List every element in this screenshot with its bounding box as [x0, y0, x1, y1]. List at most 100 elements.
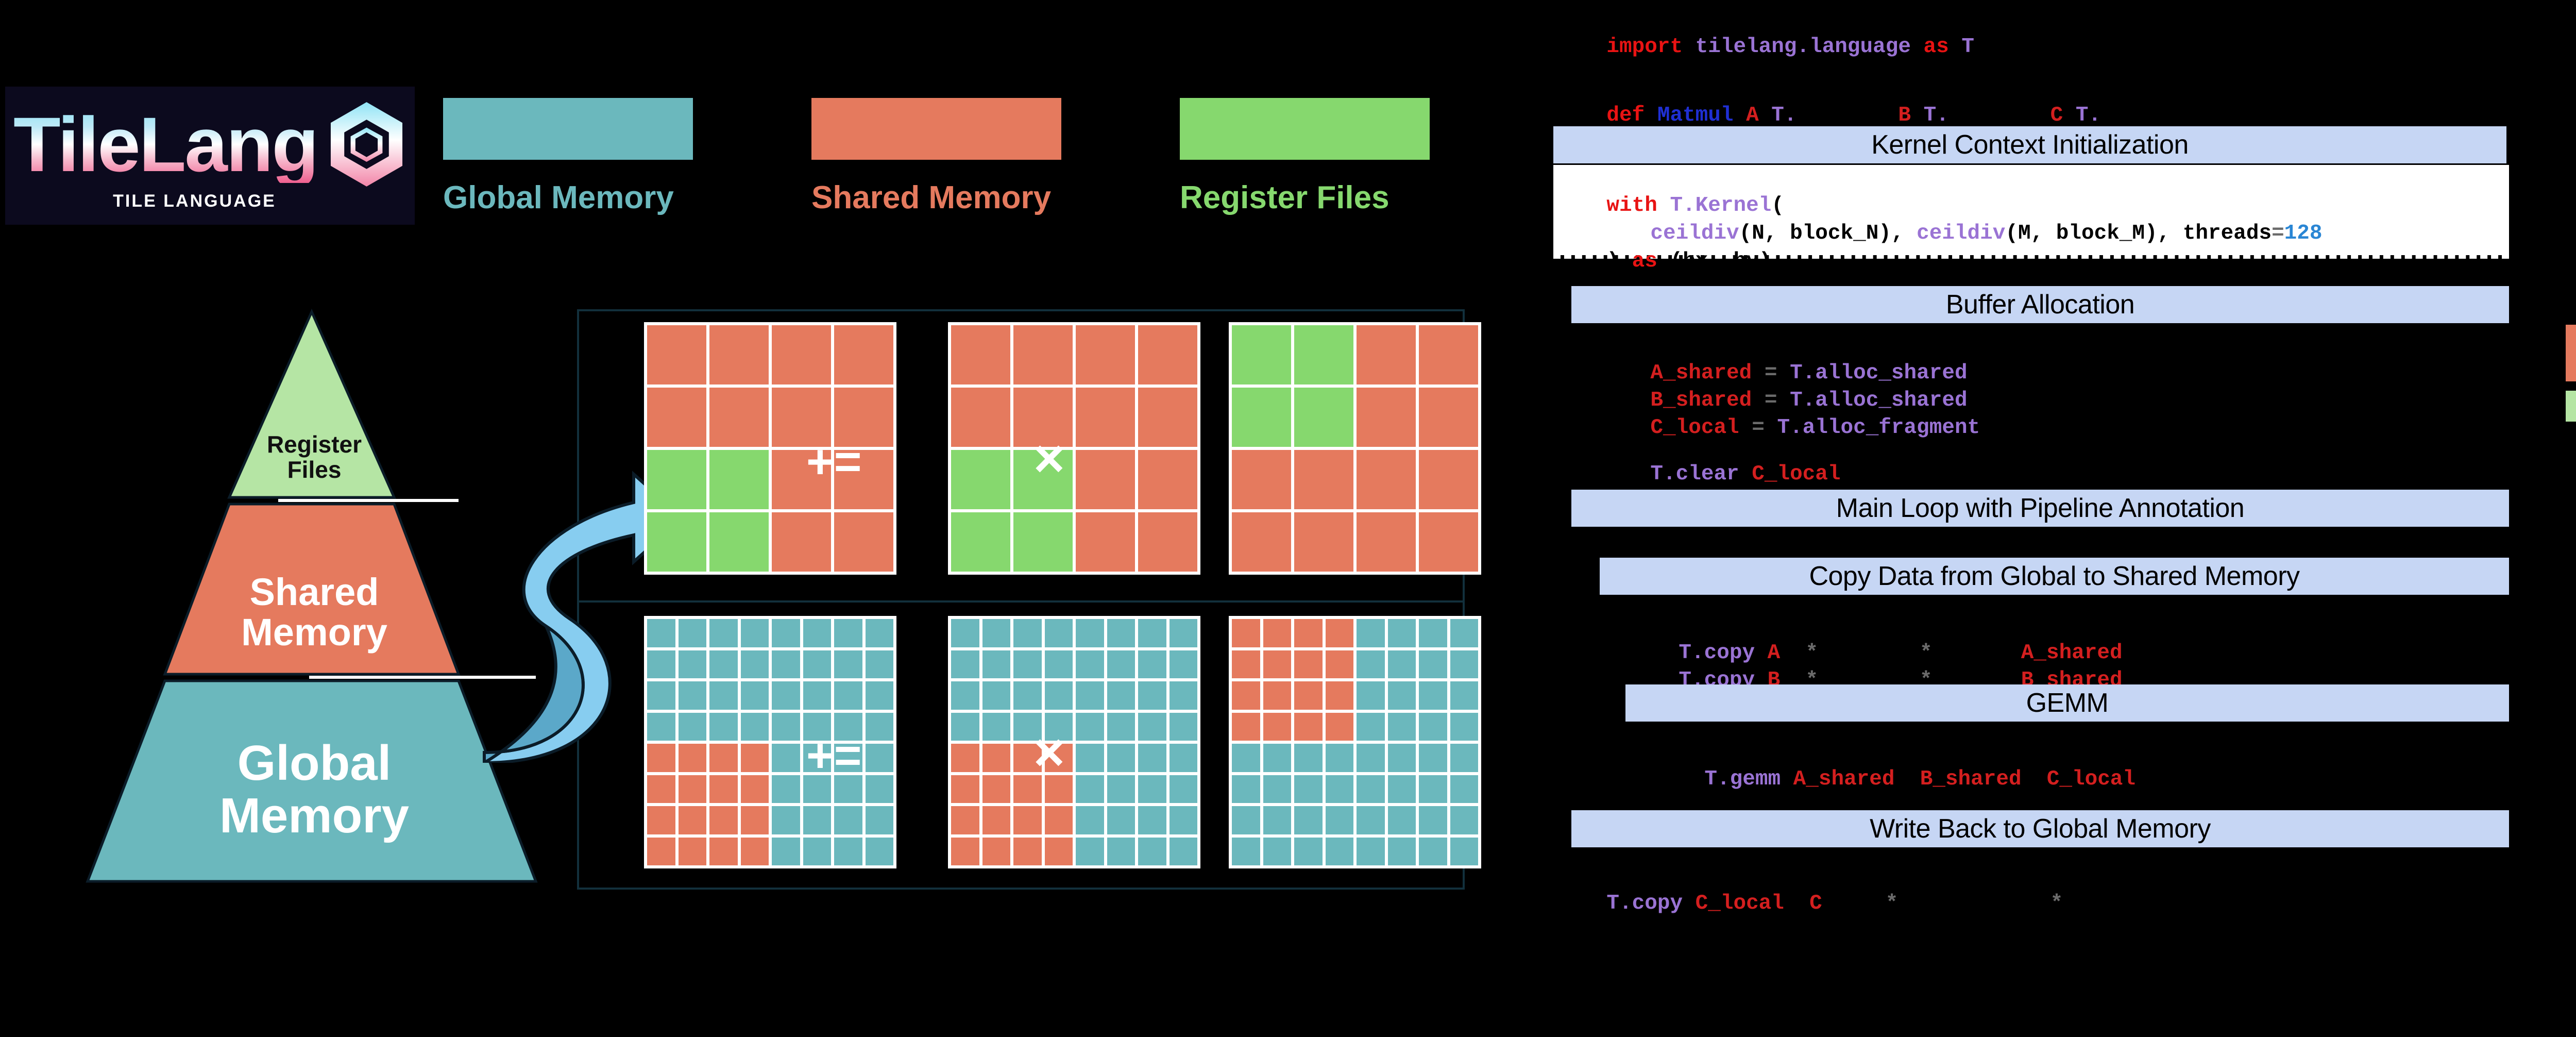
matrix-cell — [1013, 775, 1042, 803]
source-a: A — [1767, 641, 1781, 665]
section-header-copy-data: Copy Data from Global to Shared Memory — [1600, 558, 2509, 595]
matrix-cell — [1138, 512, 1197, 572]
matrix-cell — [772, 712, 800, 741]
diagram-panel: TileLang TILE LANGUAGE Global Memo — [5, 87, 1481, 890]
alias-t: T — [1961, 35, 1974, 59]
star-c-2: * — [2050, 892, 2063, 915]
matrix-cell — [1013, 837, 1042, 865]
matrix-cell — [647, 712, 675, 741]
star-a-2: * — [1919, 641, 1933, 665]
type-c: T. — [2075, 104, 2102, 127]
logo-wordmark: TileLang — [13, 101, 319, 188]
matrix-cell — [1076, 450, 1135, 509]
matrix-cell — [772, 775, 800, 803]
matrix-cell — [740, 681, 769, 710]
param-b: B — [1898, 104, 1911, 127]
matrix-cell — [1232, 325, 1291, 384]
variable-c-local: C_local — [1650, 416, 1739, 440]
matrix-cell — [1263, 775, 1291, 803]
matrix-cell — [1107, 650, 1135, 678]
matrix-cell — [1357, 325, 1416, 384]
matrix-cell — [1294, 806, 1323, 834]
matrix-cell — [865, 681, 893, 710]
matrix-cell — [834, 650, 862, 678]
matrix-cell — [1076, 512, 1135, 572]
matrix-cell — [982, 681, 1010, 710]
matrix-cell — [1450, 837, 1478, 865]
value-threads: 128 — [2284, 222, 2323, 245]
matrix-cell — [1263, 650, 1291, 678]
matrix-cell — [1013, 744, 1042, 772]
matrix-cell — [982, 837, 1010, 865]
dest-a-shared: A_shared — [2021, 641, 2123, 665]
equals-b-shared: = — [1764, 389, 1777, 412]
matrix-cell — [647, 681, 675, 710]
matrix-cell — [1232, 450, 1291, 509]
matrix-cell — [1419, 712, 1447, 741]
matrix-cell — [772, 512, 831, 572]
matrix-cell — [1294, 619, 1323, 647]
matrix-cell — [951, 837, 979, 865]
matrix-cell — [1419, 450, 1478, 509]
code-line-gemm: T.gemm A_shared B_shared C_local — [1654, 744, 2136, 815]
star-a-1: * — [1805, 641, 1819, 665]
matrix-cell — [1138, 744, 1166, 772]
code-line-c-local-alloc: C_local = T.alloc_fragment — [1600, 392, 1980, 463]
legend-label-global-memory: Global Memory — [443, 180, 674, 215]
matrix-cell — [1294, 775, 1323, 803]
matrix-cell — [1232, 650, 1260, 678]
matrix-cell — [1325, 681, 1353, 710]
matrix-cell — [1419, 388, 1478, 447]
logo-subtitle: TILE LANGUAGE — [113, 191, 276, 211]
paren-open: ( — [1771, 194, 1784, 218]
matrix-cell — [1325, 650, 1353, 678]
matrix-cell — [1357, 837, 1385, 865]
matrix-cell — [1357, 388, 1416, 447]
matrix-cell — [951, 512, 1010, 572]
gemm-operand-b: B_shared — [1920, 767, 2022, 791]
matrix-cell — [1232, 512, 1291, 572]
matrix-cell — [982, 744, 1010, 772]
matrix-cell — [834, 681, 862, 710]
matrix-cell — [1013, 512, 1073, 572]
matrix-cell — [678, 650, 706, 678]
matrix-cell — [1294, 681, 1323, 710]
code-panel: import tilelang.language as T def Matmul… — [1494, 0, 2576, 1037]
matrix-cell — [1169, 681, 1197, 710]
matrix-cell — [1107, 775, 1135, 803]
matrix-cell — [1107, 712, 1135, 741]
matrix-a-shared-tile — [1229, 322, 1481, 575]
matrix-cell — [834, 712, 862, 741]
call-alloc-shared-a: T.alloc_shared — [1790, 361, 1968, 385]
matrix-cell — [1076, 325, 1135, 384]
matrix-cell — [1044, 650, 1073, 678]
keyword-as: as — [1923, 35, 1949, 59]
matrix-cell — [834, 325, 893, 384]
matrix-cell — [1450, 650, 1478, 678]
matrix-cell — [740, 837, 769, 865]
matrix-cell — [647, 450, 706, 509]
call-t-copy-c: T.copy — [1606, 892, 1683, 915]
call-ceildiv-m: ceildiv — [1917, 222, 2006, 245]
legend-swatch-global-memory — [443, 98, 693, 160]
matrix-cell — [647, 619, 675, 647]
matrix-cell — [1450, 806, 1478, 834]
keyword-def: def — [1606, 104, 1645, 127]
matrix-cell — [1232, 619, 1260, 647]
matrix-cell — [709, 775, 738, 803]
matrix-cell — [1107, 744, 1135, 772]
paren-close: ) — [1606, 249, 1620, 273]
args-n: (N, block_N), — [1739, 222, 1904, 245]
matrix-cell — [1357, 712, 1385, 741]
gemm-accumulator: C_local — [2046, 767, 2136, 791]
matrix-cell — [1138, 712, 1166, 741]
matrix-cell — [772, 744, 800, 772]
matrix-cell — [740, 650, 769, 678]
matrix-cell — [709, 512, 769, 572]
matrix-cell — [1138, 681, 1166, 710]
keyword-with: with — [1606, 194, 1657, 218]
matrix-cell — [678, 681, 706, 710]
call-t-copy-a: T.copy — [1679, 641, 1755, 665]
matrix-cell — [709, 619, 738, 647]
matrix-cell — [951, 388, 1010, 447]
